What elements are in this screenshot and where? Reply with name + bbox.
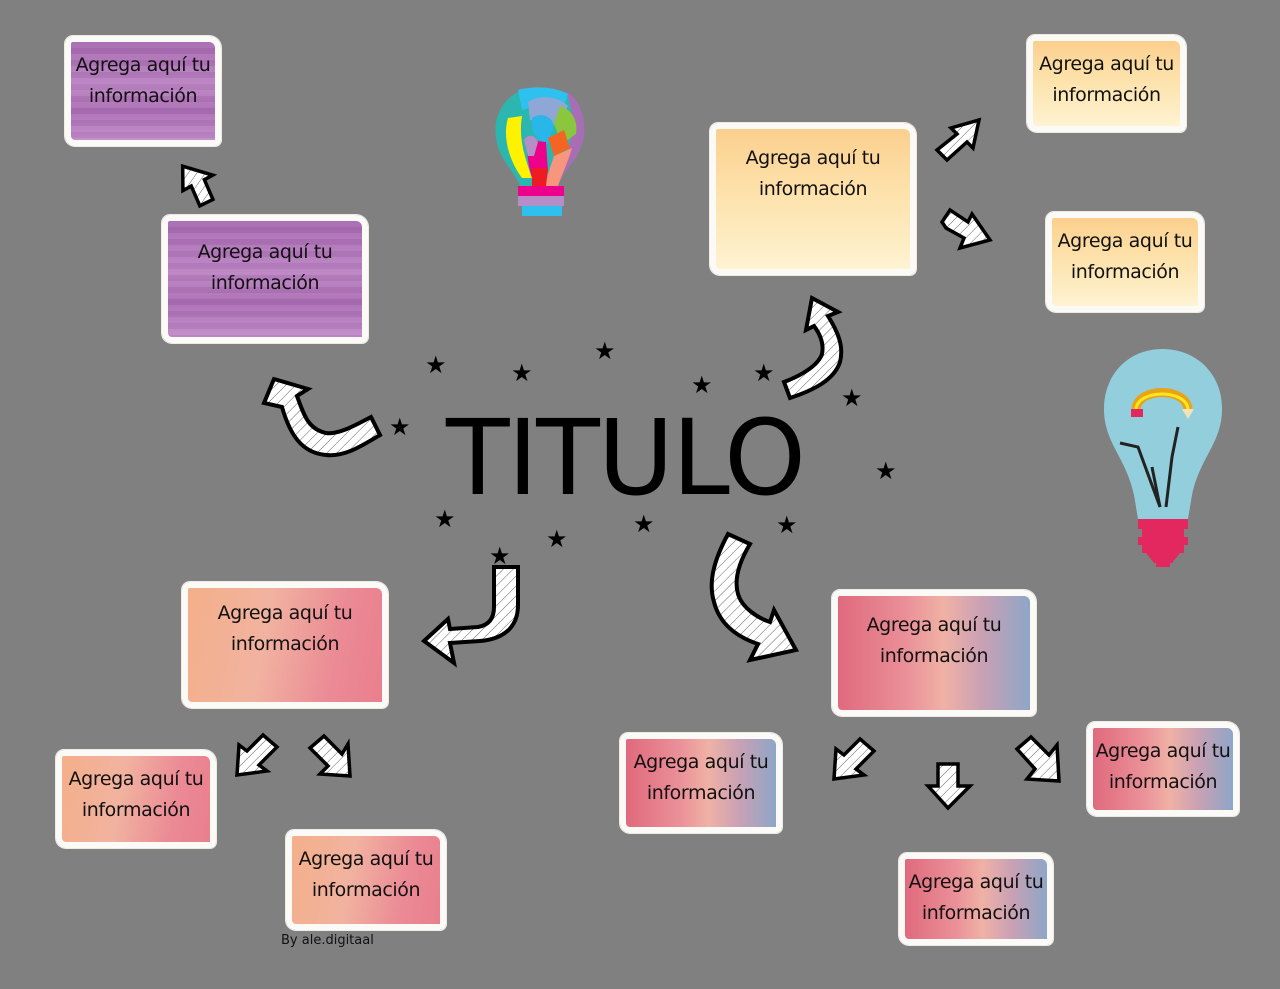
- curved-arrow-icon: [420, 565, 520, 668]
- info-box-text: Agrega aquí tu información: [1095, 740, 1231, 793]
- arrow-up-right-icon: [934, 117, 982, 163]
- map-title: TITULO: [446, 397, 806, 519]
- curved-arrow-icon: [709, 531, 800, 663]
- info-box-top-right-lower[interactable]: Agrega aquí tu información: [1046, 212, 1204, 312]
- star-icon: ★: [875, 458, 897, 485]
- arrow-down-icon: [924, 762, 975, 811]
- arrow-down-left-icon: [235, 732, 280, 778]
- star-icon: ★: [489, 543, 511, 570]
- pencil-lightbulb-icon: [1104, 349, 1222, 567]
- arrow-up-icon: [180, 163, 218, 209]
- star-icon: ★: [425, 352, 447, 379]
- info-box-top-right-upper[interactable]: Agrega aquí tu información: [1027, 35, 1186, 132]
- info-box-top-right-main[interactable]: Agrega aquí tu información: [710, 123, 916, 275]
- colorful-lightbulb-icon: [495, 87, 585, 216]
- arrow-down-right-icon: [1014, 734, 1061, 783]
- info-box-bottom-right-main[interactable]: Agrega aquí tu información: [832, 590, 1036, 716]
- info-box-text: Agrega aquí tu información: [68, 768, 204, 821]
- info-box-text: Agrega aquí tu información: [298, 848, 434, 901]
- info-box-bottom-right-right[interactable]: Agrega aquí tu información: [1087, 722, 1239, 816]
- star-icon: ★: [389, 414, 411, 441]
- info-box-text: Agrega aquí tu información: [217, 602, 353, 655]
- star-icon: ★: [594, 338, 616, 365]
- info-box-text: Agrega aquí tu información: [1039, 53, 1174, 106]
- curved-arrow-icon: [261, 376, 383, 458]
- star-icon: ★: [511, 360, 533, 387]
- star-icon: ★: [691, 372, 713, 399]
- info-box-text: Agrega aquí tu información: [908, 871, 1044, 924]
- info-box-bottom-left-right[interactable]: Agrega aquí tu información: [286, 830, 446, 930]
- info-box-text: Agrega aquí tu información: [197, 241, 333, 294]
- arrow-down-right-icon: [939, 207, 993, 251]
- info-box-text: Agrega aquí tu información: [1057, 230, 1193, 283]
- info-box-bottom-right-left[interactable]: Agrega aquí tu información: [620, 733, 782, 833]
- arrow-down-right-icon: [307, 733, 352, 778]
- info-box-bottom-right-bottom[interactable]: Agrega aquí tu información: [899, 853, 1053, 945]
- info-box-top-left-outer[interactable]: Agrega aquí tu información: [65, 36, 221, 146]
- star-icon: ★: [841, 385, 863, 412]
- info-box-text: Agrega aquí tu información: [75, 54, 211, 107]
- star-icon: ★: [776, 512, 798, 539]
- info-box-top-left-main[interactable]: Agrega aquí tu información: [162, 215, 368, 343]
- info-box-bottom-left-main[interactable]: Agrega aquí tu información: [182, 582, 388, 708]
- star-icon: ★: [546, 526, 568, 553]
- star-icon: ★: [633, 511, 655, 538]
- curved-arrow-icon: [781, 294, 844, 401]
- arrow-down-left-icon: [832, 736, 877, 782]
- info-box-bottom-left-left[interactable]: Agrega aquí tu información: [56, 750, 216, 848]
- info-box-text: Agrega aquí tu información: [866, 614, 1002, 667]
- info-box-text: Agrega aquí tu información: [745, 147, 881, 200]
- star-icon: ★: [753, 360, 775, 387]
- author-credit: By ale.digitaal: [281, 933, 374, 948]
- info-box-text: Agrega aquí tu información: [633, 751, 769, 804]
- star-icon: ★: [434, 506, 456, 533]
